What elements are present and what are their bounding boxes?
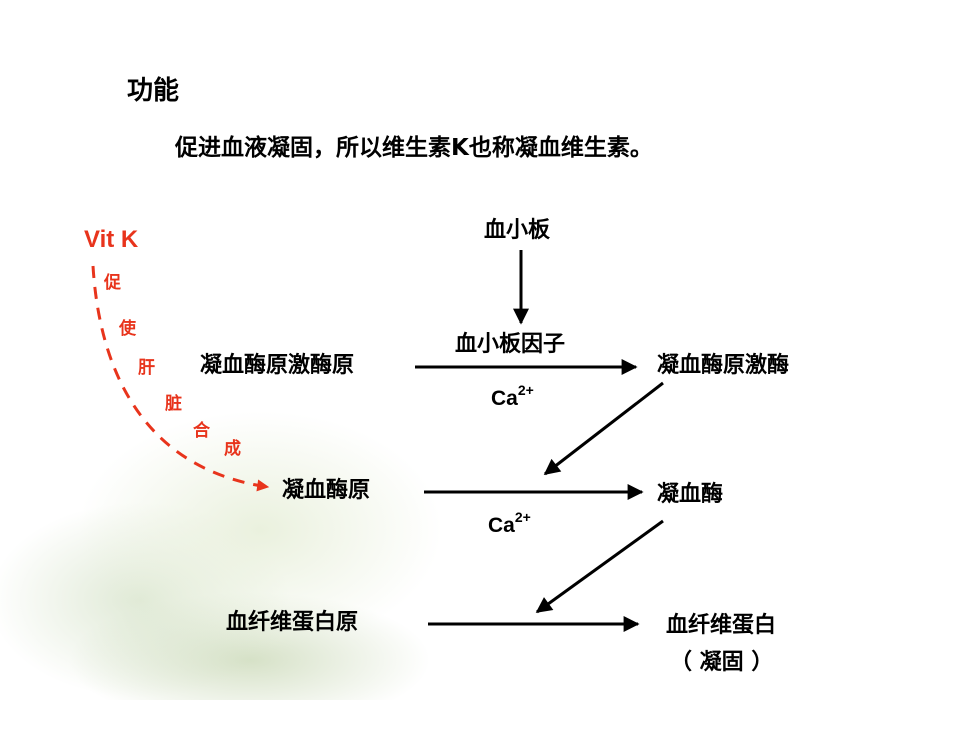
vitk-step-2: 使 xyxy=(119,319,136,339)
vitk-step-6: 成 xyxy=(224,439,241,459)
calcium-label-2: Ca2+ xyxy=(488,509,531,537)
node-prothrombin: 凝血酶原 xyxy=(282,478,371,503)
function-description: 促进血液凝固，所以维生素K也称凝血维生素。 xyxy=(175,135,653,161)
vitk-step-1: 促 xyxy=(104,273,121,293)
vitk-step-4: 脏 xyxy=(165,394,182,414)
node-platelet-factor: 血小板因子 xyxy=(455,332,566,357)
node-fibrin-note: （ 凝固 ） xyxy=(670,650,774,675)
node-fibrin: 血纤维蛋白 xyxy=(666,613,777,638)
page-heading: 功能 xyxy=(127,76,180,106)
diagonal-arrow-1 xyxy=(543,381,664,476)
node-platelet: 血小板 xyxy=(484,218,551,243)
diagonal-arrow-2 xyxy=(535,519,664,614)
vitk-step-3: 肝 xyxy=(138,358,155,378)
node-prothrombin-activator-precursor: 凝血酶原激酶原 xyxy=(200,353,355,378)
vit-k-label: Vit K xyxy=(84,226,139,253)
vitk-dashed-arrow xyxy=(91,265,270,492)
node-fibrinogen: 血纤维蛋白原 xyxy=(226,610,359,635)
node-thrombin: 凝血酶 xyxy=(657,482,724,507)
calcium-label-1: Ca2+ xyxy=(491,382,534,410)
vitk-step-5: 合 xyxy=(193,421,210,441)
node-prothrombin-activator: 凝血酶原激酶 xyxy=(657,353,790,378)
